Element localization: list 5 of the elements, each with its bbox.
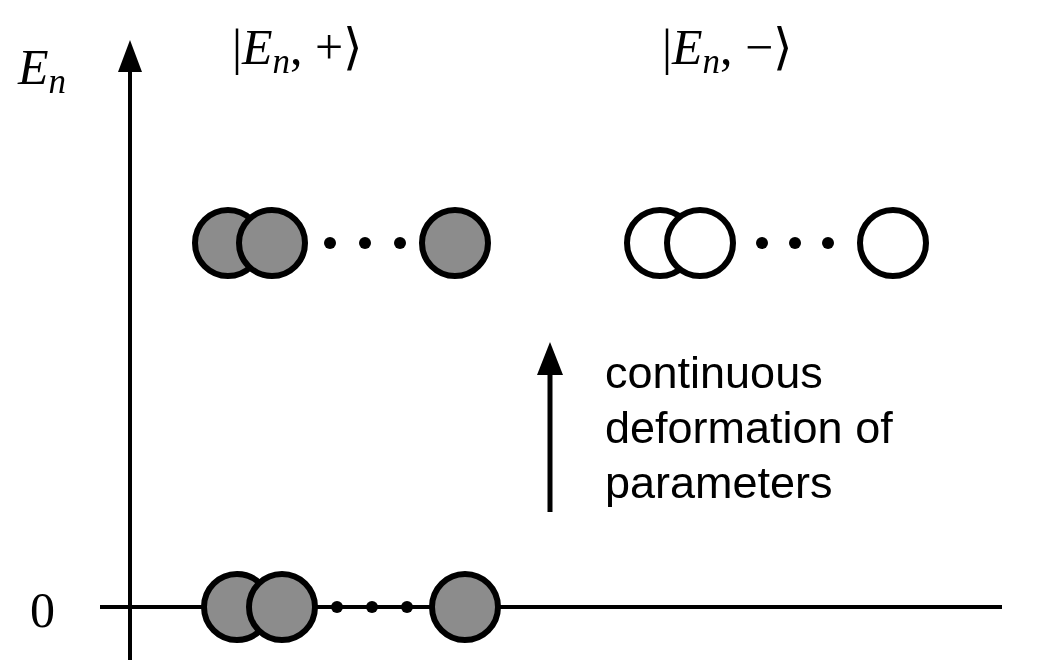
annotation-text: continuous deformation of parameters: [605, 346, 894, 510]
tick-label: 0: [30, 585, 55, 635]
axis-label: E$_{n}$: [18, 42, 67, 99]
state-label: |E$_{n}$, −⟩: [662, 22, 794, 79]
state-label: |E$_{n}$, +⟩: [232, 22, 364, 79]
